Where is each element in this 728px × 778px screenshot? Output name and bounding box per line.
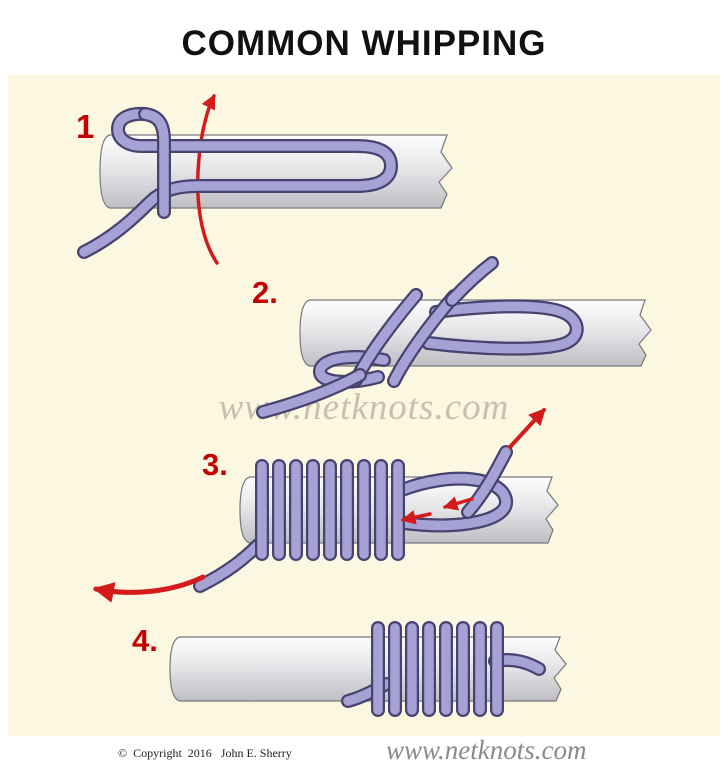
step-4-illustration bbox=[169, 621, 567, 717]
step-1-illustration bbox=[77, 94, 453, 265]
step-4-number: 4. bbox=[132, 623, 158, 658]
step-3-illustration bbox=[92, 408, 559, 603]
thread-through-arrow-icon bbox=[442, 496, 474, 511]
website-text: www.netknots.com bbox=[386, 735, 587, 765]
pull-left-arrow-icon bbox=[92, 574, 206, 603]
whipping-coil bbox=[255, 459, 405, 561]
cord-tail bbox=[195, 540, 263, 591]
cord-working-end bbox=[463, 447, 511, 517]
thread-through-arrow-icon bbox=[400, 510, 432, 525]
cord-tail bbox=[447, 258, 497, 305]
copyright-text: © Copyright 2016 John E. Sherry bbox=[118, 746, 292, 760]
cord-working-end bbox=[258, 370, 365, 417]
finished-whipping-coil bbox=[371, 621, 504, 717]
cord-bight bbox=[397, 473, 511, 531]
pull-up-arrow-icon bbox=[508, 408, 546, 449]
cord-loop bbox=[79, 109, 396, 257]
step-3-number: 3. bbox=[202, 447, 228, 482]
cord-end bbox=[140, 109, 169, 217]
step-2-illustration bbox=[256, 256, 652, 419]
cord-bight bbox=[423, 301, 582, 354]
page-title: COMMON WHIPPING bbox=[181, 24, 547, 63]
step-2-number: 2. bbox=[252, 275, 278, 310]
up-direction-arrow-icon bbox=[195, 94, 219, 265]
step-1-number: 1 bbox=[76, 108, 95, 145]
